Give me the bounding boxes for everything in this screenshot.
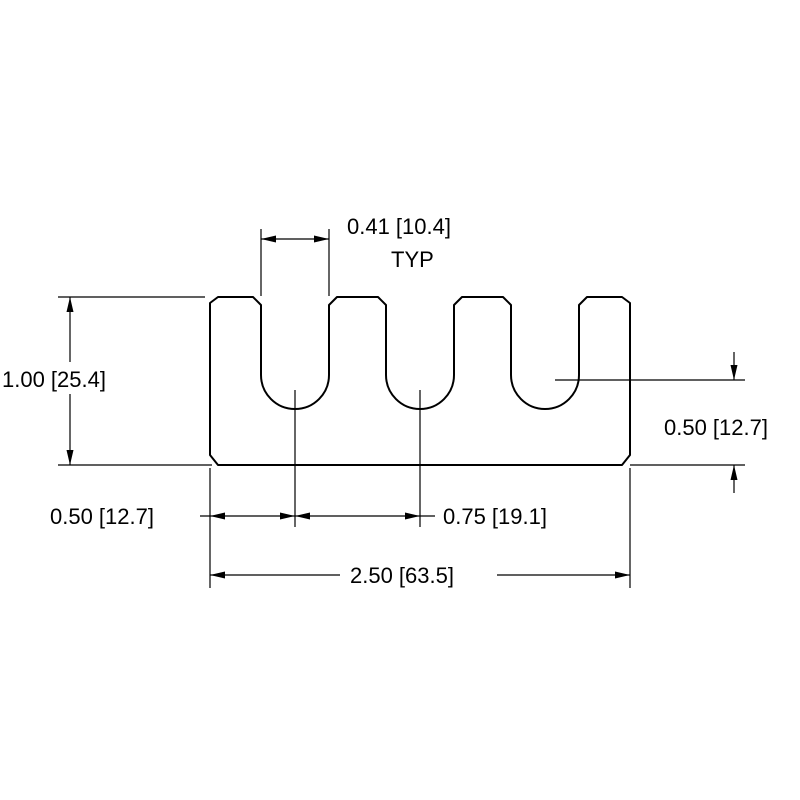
slot-pitch-label: 0.75 [19.1] — [443, 504, 547, 529]
slot-offset-dimension — [200, 512, 295, 520]
slot-width-dimension — [260, 229, 330, 296]
slot-width-typ-label: TYP — [391, 247, 434, 272]
overall-height-label: 1.00 [25.4] — [2, 367, 106, 392]
overall-height-dimension — [58, 296, 212, 466]
slot-width-label: 0.41 [10.4] — [347, 214, 451, 239]
part-outline — [209, 296, 631, 466]
overall-width-dimension — [210, 571, 630, 579]
slot-depth-label: 0.50 [12.7] — [664, 415, 768, 440]
slot-depth-dimension — [555, 352, 745, 493]
slot-pitch-dimension — [295, 512, 435, 520]
slot-offset-label: 0.50 [12.7] — [50, 504, 154, 529]
overall-width-label: 2.50 [63.5] — [350, 563, 454, 588]
